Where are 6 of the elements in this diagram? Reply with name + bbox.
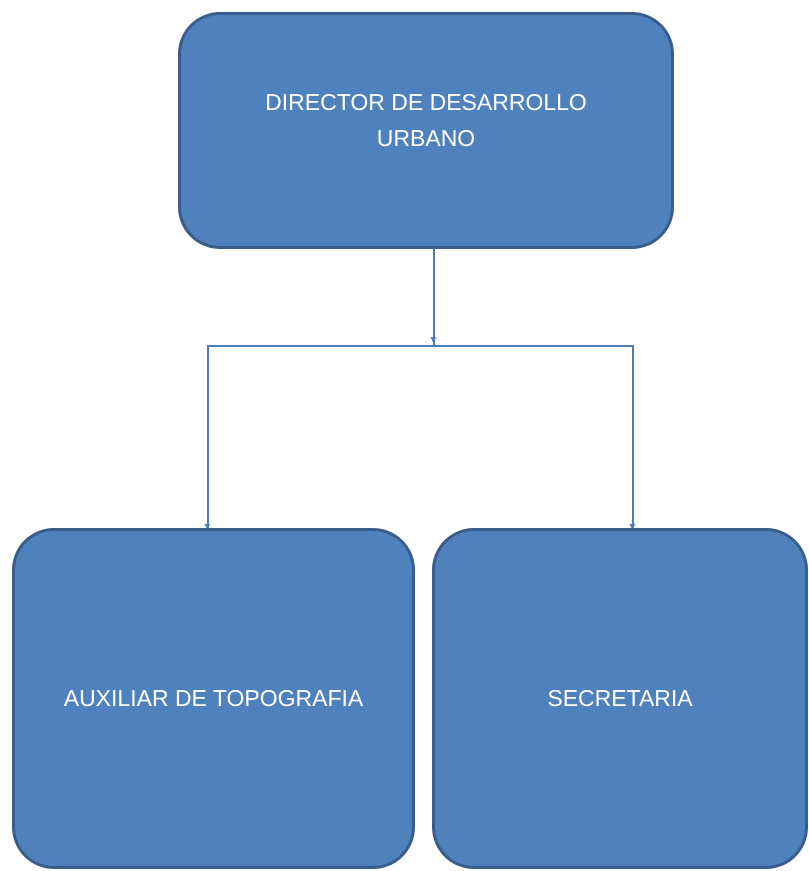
role-title: SECRETARIA bbox=[547, 684, 693, 713]
role-box bbox=[178, 12, 674, 249]
role-box bbox=[12, 528, 415, 869]
role-box bbox=[432, 528, 808, 869]
role-title: AUXILIAR DE TOPOGRAFIA bbox=[64, 684, 364, 713]
role-title: DIRECTOR DE DESARROLLO URBANO bbox=[264, 88, 588, 153]
